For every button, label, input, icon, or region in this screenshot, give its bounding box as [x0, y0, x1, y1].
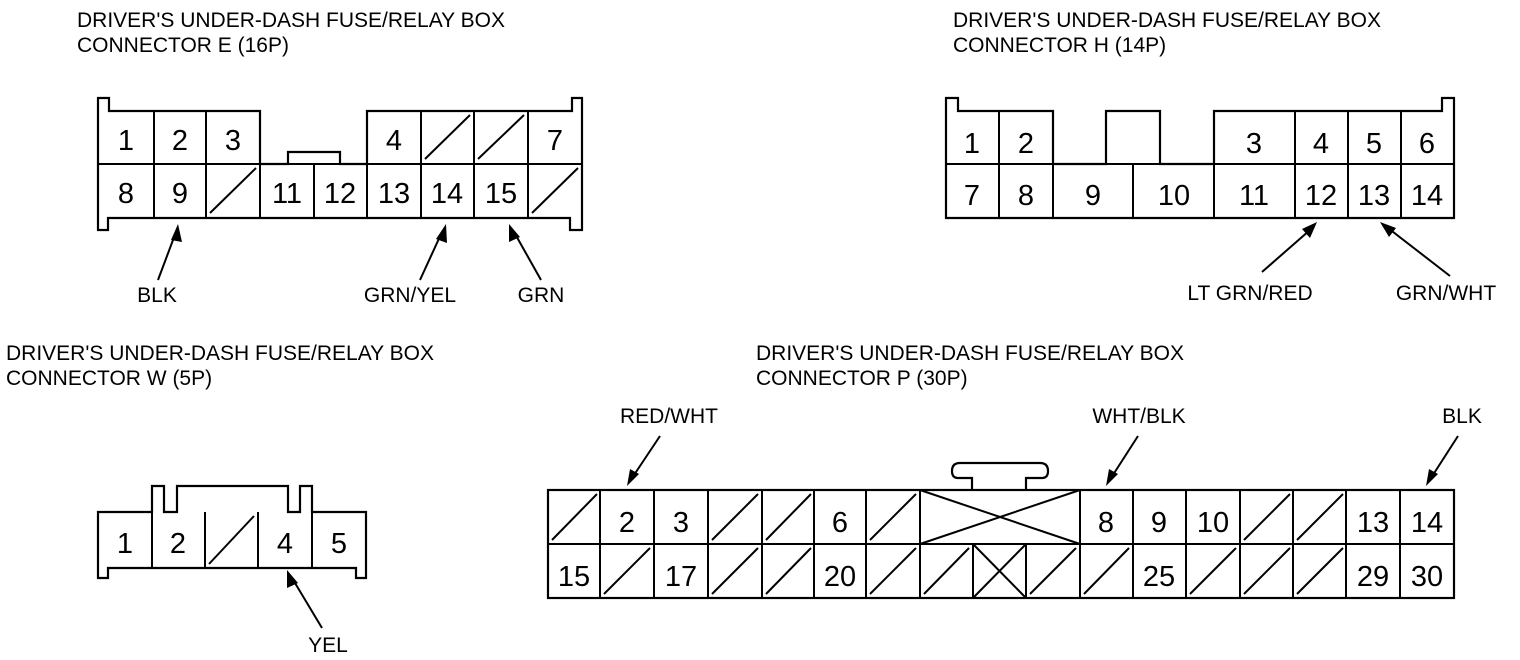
- leader-p-wht-blk: [1110, 435, 1139, 479]
- pin-w-5: 5: [331, 528, 347, 560]
- arrow-e-blk: [171, 224, 182, 242]
- pin-e-11: 11: [272, 178, 302, 210]
- pin-h-14: 14: [1411, 180, 1443, 212]
- pin-h-9: 9: [1085, 180, 1101, 212]
- pin-e-7: 7: [547, 125, 563, 157]
- pin-p-13: 13: [1357, 507, 1389, 539]
- connector-h-grid: [946, 111, 1454, 218]
- leader-e-grn-yel: [419, 231, 443, 281]
- connector-h: DRIVER'S UNDER-DASH FUSE/RELAY BOX CONNE…: [944, 9, 1496, 305]
- connector-p-title-line-1: DRIVER'S UNDER-DASH FUSE/RELAY BOX: [756, 342, 1184, 365]
- arrow-p-wht-blk: [1106, 469, 1118, 486]
- pin-h-8: 8: [1018, 180, 1034, 212]
- arrow-w-yel: [287, 570, 298, 588]
- arrow-p-blk: [1426, 469, 1438, 486]
- pin-h-11: 11: [1239, 180, 1269, 212]
- connector-w: DRIVER'S UNDER-DASH FUSE/RELAY BOX CONNE…: [6, 342, 434, 657]
- leader-p-red-wht: [631, 435, 661, 479]
- arrow-h-grn-wht: [1380, 222, 1396, 237]
- pin-h-5: 5: [1366, 128, 1382, 160]
- connector-e: DRIVER'S UNDER-DASH FUSE/RELAY BOX CONNE…: [77, 9, 584, 307]
- pin-p-29: 29: [1357, 561, 1389, 593]
- pin-h-13: 13: [1358, 180, 1390, 212]
- connector-p-center-x: [919, 489, 1081, 545]
- connector-w-housing: [96, 484, 368, 580]
- pin-e-12: 12: [324, 178, 356, 210]
- leader-h-grn-wht: [1387, 227, 1451, 277]
- pin-e-8: 8: [118, 178, 134, 210]
- leader-w-yel: [291, 577, 323, 629]
- arrow-e-grn-yel: [436, 224, 447, 243]
- pin-e-14: 14: [431, 178, 463, 210]
- connector-e-title-line-2: CONNECTOR E (16P): [77, 34, 289, 57]
- connector-w-title-line-2: CONNECTOR W (5P): [6, 367, 212, 390]
- pin-p-30: 30: [1411, 561, 1443, 593]
- wire-label-wht-blk: WHT/BLK: [1092, 405, 1185, 428]
- wire-label-blk-p: BLK: [1442, 405, 1482, 428]
- pin-p-14: 14: [1411, 507, 1443, 539]
- wire-label-red-wht: RED/WHT: [620, 405, 718, 428]
- wire-label-grn: GRN: [518, 284, 565, 307]
- pin-e-13: 13: [378, 178, 410, 210]
- pin-e-2: 2: [172, 125, 188, 157]
- pin-w-1: 1: [117, 528, 133, 560]
- connector-p-latch: [950, 461, 1050, 490]
- connector-p-title-line-2: CONNECTOR P (30P): [756, 367, 968, 390]
- leader-h-lt-grn-red: [1261, 229, 1311, 273]
- connector-p-blank-cavities: [551, 493, 1344, 595]
- pin-h-4: 4: [1313, 128, 1329, 160]
- wire-label-grn-wht: GRN/WHT: [1396, 282, 1496, 305]
- pin-h-7: 7: [964, 180, 980, 212]
- pin-e-4: 4: [386, 125, 402, 157]
- arrow-e-grn: [509, 224, 520, 242]
- pin-p-2: 2: [619, 507, 635, 539]
- pin-e-9: 9: [172, 178, 188, 210]
- pin-p-20: 20: [824, 561, 856, 593]
- arrow-p-red-wht: [627, 469, 639, 486]
- pin-p-17: 17: [665, 561, 697, 593]
- pin-h-3: 3: [1246, 128, 1262, 160]
- pin-p-6: 6: [832, 507, 848, 539]
- pin-e-3: 3: [225, 125, 241, 157]
- pin-p-3: 3: [673, 507, 689, 539]
- pin-w-4: 4: [277, 528, 293, 560]
- wire-label-yel: YEL: [308, 634, 348, 657]
- connector-h-title-line-1: DRIVER'S UNDER-DASH FUSE/RELAY BOX: [953, 9, 1381, 32]
- leader-p-blk: [1430, 435, 1459, 479]
- connector-p: DRIVER'S UNDER-DASH FUSE/RELAY BOX CONNE…: [546, 342, 1482, 600]
- pin-h-2: 2: [1018, 128, 1034, 160]
- pin-p-9: 9: [1151, 507, 1167, 539]
- wire-label-blk: BLK: [137, 284, 177, 307]
- pin-h-10: 10: [1158, 180, 1190, 212]
- pin-h-12: 12: [1305, 180, 1337, 212]
- pin-e-15: 15: [485, 178, 517, 210]
- connector-e-title-line-1: DRIVER'S UNDER-DASH FUSE/RELAY BOX: [77, 9, 505, 32]
- wire-label-grn-yel: GRN/YEL: [364, 284, 456, 307]
- connector-p-small-x: [972, 543, 1027, 599]
- pin-p-8: 8: [1098, 507, 1114, 539]
- connector-e-housing: [96, 96, 584, 232]
- leader-e-grn: [513, 231, 542, 281]
- pin-h-1: 1: [964, 128, 980, 160]
- pin-p-10: 10: [1197, 507, 1229, 539]
- pin-h-6: 6: [1419, 128, 1435, 160]
- connector-e-blank-cavities: [209, 114, 579, 214]
- pin-e-1: 1: [118, 125, 134, 157]
- connector-h-title-line-2: CONNECTOR H (14P): [953, 34, 1166, 57]
- connector-w-blank-cavity: [208, 515, 255, 565]
- connector-w-title-line-1: DRIVER'S UNDER-DASH FUSE/RELAY BOX: [6, 342, 434, 365]
- connector-e-grid: [98, 111, 582, 218]
- pin-p-25: 25: [1143, 561, 1175, 593]
- pin-w-2: 2: [170, 528, 186, 560]
- connector-w-grid: [151, 512, 313, 568]
- pin-p-15: 15: [558, 561, 590, 593]
- arrow-h-lt-grn-red: [1302, 222, 1317, 238]
- wire-label-lt-grn-red: LT GRN/RED: [1187, 282, 1312, 305]
